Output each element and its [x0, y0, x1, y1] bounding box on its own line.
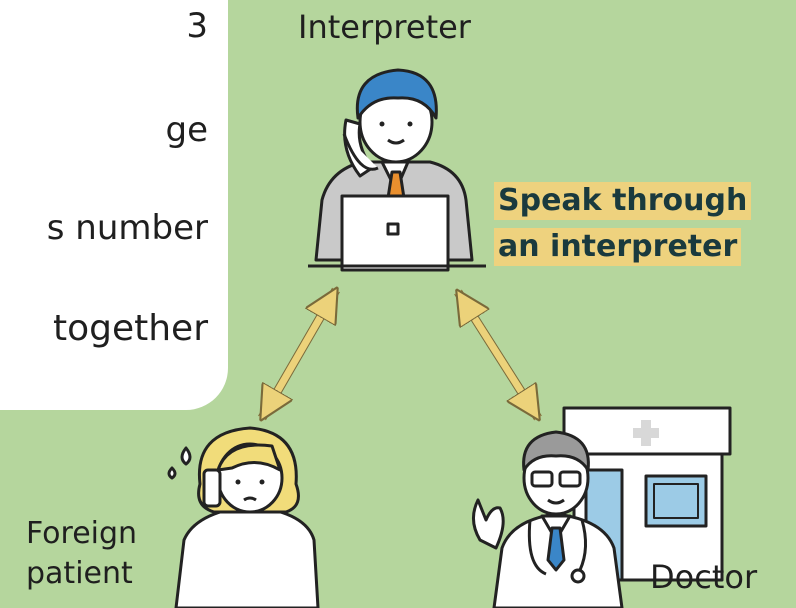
medical-cross-icon	[633, 420, 659, 446]
card-line-1: 3	[186, 6, 208, 46]
patient-label-line-1: Foreign	[26, 516, 138, 551]
interpreter-label: Interpreter	[298, 8, 471, 46]
arrow-interpreter-patient	[258, 290, 340, 418]
patient-label-line-2: patient	[26, 556, 133, 591]
interpreter-figure	[308, 68, 486, 272]
callout-line-2: an interpreter	[494, 228, 742, 266]
info-card: 3 ge s number together	[0, 0, 228, 410]
card-line-3: s number	[46, 208, 208, 248]
doctor-figure	[472, 430, 624, 608]
laptop-icon	[308, 194, 486, 272]
card-line-2: ge	[165, 110, 209, 150]
card-line-4: together	[52, 308, 208, 349]
patient-figure	[167, 426, 320, 608]
doctor-label: Doctor	[650, 558, 758, 596]
stethoscope-icon	[527, 519, 587, 584]
arrow-interpreter-doctor	[454, 292, 542, 418]
sweat-drop-icon	[167, 446, 192, 480]
callout-line-1: Speak through	[494, 182, 752, 220]
